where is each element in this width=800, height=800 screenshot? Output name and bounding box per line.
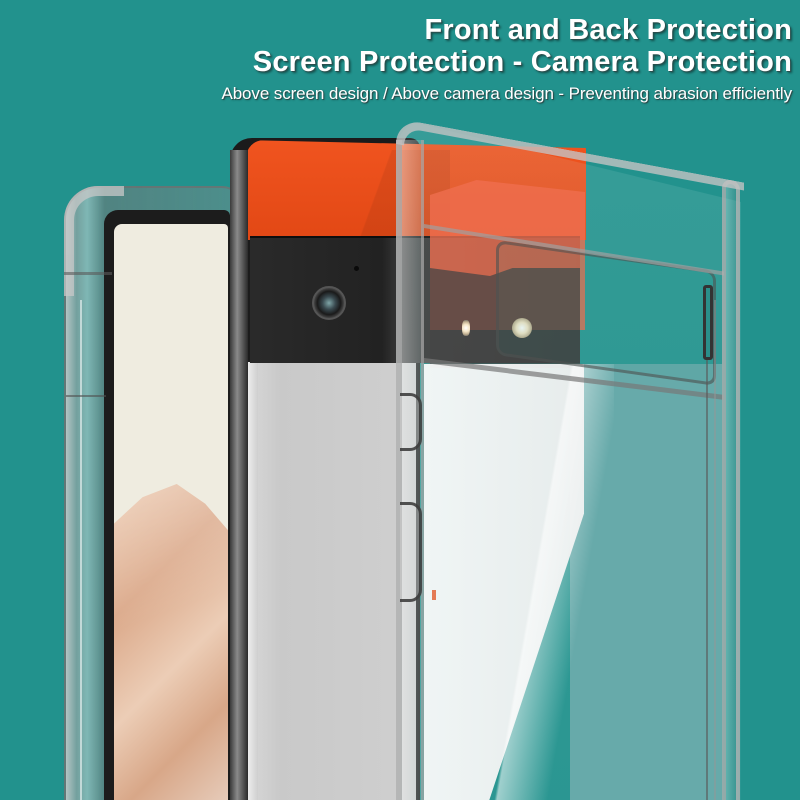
flash-icon [462, 320, 470, 336]
clear-case-inner-rail [706, 300, 716, 800]
clear-case-left-rail [396, 140, 424, 800]
front-case-bumper-corner [64, 186, 124, 296]
headline-title: Front and Back Protection [424, 14, 792, 46]
front-case-side-mark [66, 395, 106, 397]
back-phone-edge-highlight [246, 362, 258, 800]
headline-subtitle-bold: Screen Protection - Camera Protection [252, 46, 792, 78]
back-phone-side-frame [230, 150, 248, 800]
headline-description: Above screen design / Above camera desig… [221, 84, 792, 103]
back-phone-panel [246, 362, 416, 800]
camera-lens-icon [512, 318, 532, 338]
side-slot-cutout [703, 285, 713, 360]
front-case-highlight [80, 300, 82, 800]
clear-case-glare [424, 364, 614, 800]
side-orange-accent [432, 590, 436, 600]
volume-button-cover-icon [400, 502, 422, 602]
clear-case-camera-reflection [430, 268, 580, 368]
headline-block: Front and Back Protection Screen Protect… [221, 14, 792, 106]
sensor-dot-icon [354, 266, 359, 271]
wallpaper-dune [114, 484, 228, 800]
clear-case-right-rail [722, 180, 740, 800]
power-button-cover-icon [400, 393, 422, 451]
front-case-corner-seam [64, 272, 112, 275]
front-phone-screen [114, 224, 228, 800]
camera-lens-icon [312, 286, 346, 320]
